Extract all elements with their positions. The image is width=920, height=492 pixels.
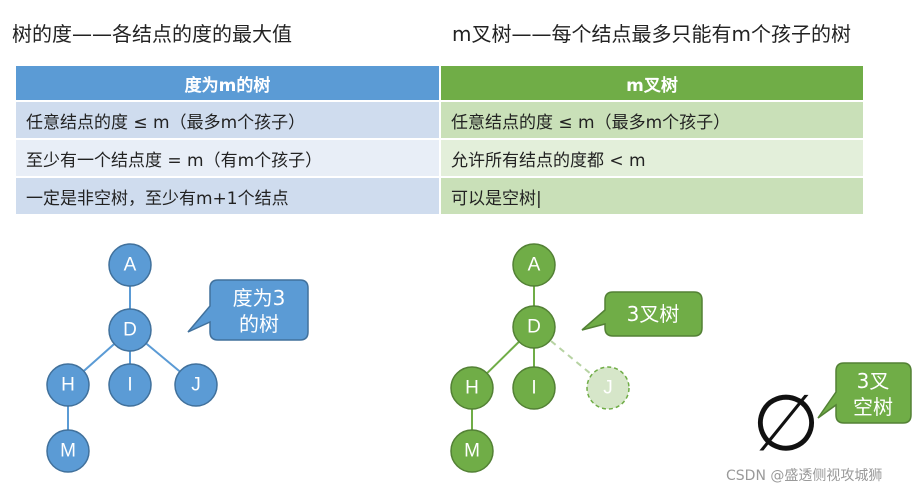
node-h-label: H [61,375,75,396]
table-row: 一定是非空树，至少有m+1个结点 可以是空树| [16,176,865,214]
right-heading: m叉树——每个结点最多只能有m个孩子的树 [452,22,851,46]
header-m-ary-tree: m叉树 [440,66,865,101]
left-heading: 树的度——各结点的度的最大值 [12,22,292,46]
watermark: CSDN @盛透侧视攻城狮 [726,468,883,484]
node-m [46,429,90,473]
table-row: 至少有一个结点度 = m（有m个孩子） 允许所有结点的度都 < m [16,138,865,177]
callout-line-2: 空树 [853,395,893,419]
node-h [450,366,494,410]
node-d [512,305,556,349]
left-tree: A D H I J M 度为3 的树 [46,243,309,473]
table-row: 任意结点的度 ≤ m（最多m个孩子） 任意结点的度 ≤ m（最多m个孩子） [16,100,865,139]
node-j-label: J [191,375,201,396]
node-h-label: H [465,378,479,399]
table-header-row: 度为m的树 m叉树 [16,66,865,101]
right-tree: A D H I J M 3叉树 [450,243,703,473]
node-a-label: A [124,255,137,276]
node-m [450,429,494,473]
table-cell: 一定是非空树，至少有m+1个结点 [16,176,441,214]
callout-degree-3-tree: 度为3 的树 [187,279,309,341]
table-cell: 允许所有结点的度都 < m [440,138,865,177]
node-j-ghost [586,366,630,410]
node-h [46,363,90,407]
node-m-label: M [464,441,480,462]
comparison-table: 度为m的树 m叉树 任意结点的度 ≤ m（最多m个孩子） 任意结点的度 ≤ m（… [16,66,865,214]
node-j-ghost-label: J [603,378,613,399]
node-i-label: I [127,375,132,396]
node-a [108,243,152,287]
callout-line-1: 度为3 [233,286,286,310]
node-a [512,243,556,287]
node-a-label: A [528,255,541,276]
header-degree-m-tree: 度为m的树 [16,66,441,101]
node-d-label: D [527,317,541,338]
table-cell: 至少有一个结点度 = m（有m个孩子） [16,138,441,177]
callout-3-ary-tree: 3叉树 [581,291,703,337]
node-j [174,363,218,407]
callout-label: 3叉树 [627,302,680,326]
callout-line-2: 的树 [239,312,279,336]
empty-set-symbol: ∅ [752,379,820,469]
node-i-label: I [531,378,536,399]
node-i [108,363,152,407]
node-i [512,366,556,410]
node-d [108,308,152,352]
node-m-label: M [60,441,76,462]
callout-empty-3-ary-tree: 3叉 空树 [817,362,912,424]
table-cell: 可以是空树| [440,176,865,214]
table-cell: 任意结点的度 ≤ m（最多m个孩子） [440,100,865,139]
node-d-label: D [123,320,137,341]
callout-line-1: 3叉 [857,369,890,393]
table-cell: 任意结点的度 ≤ m（最多m个孩子） [16,100,441,139]
